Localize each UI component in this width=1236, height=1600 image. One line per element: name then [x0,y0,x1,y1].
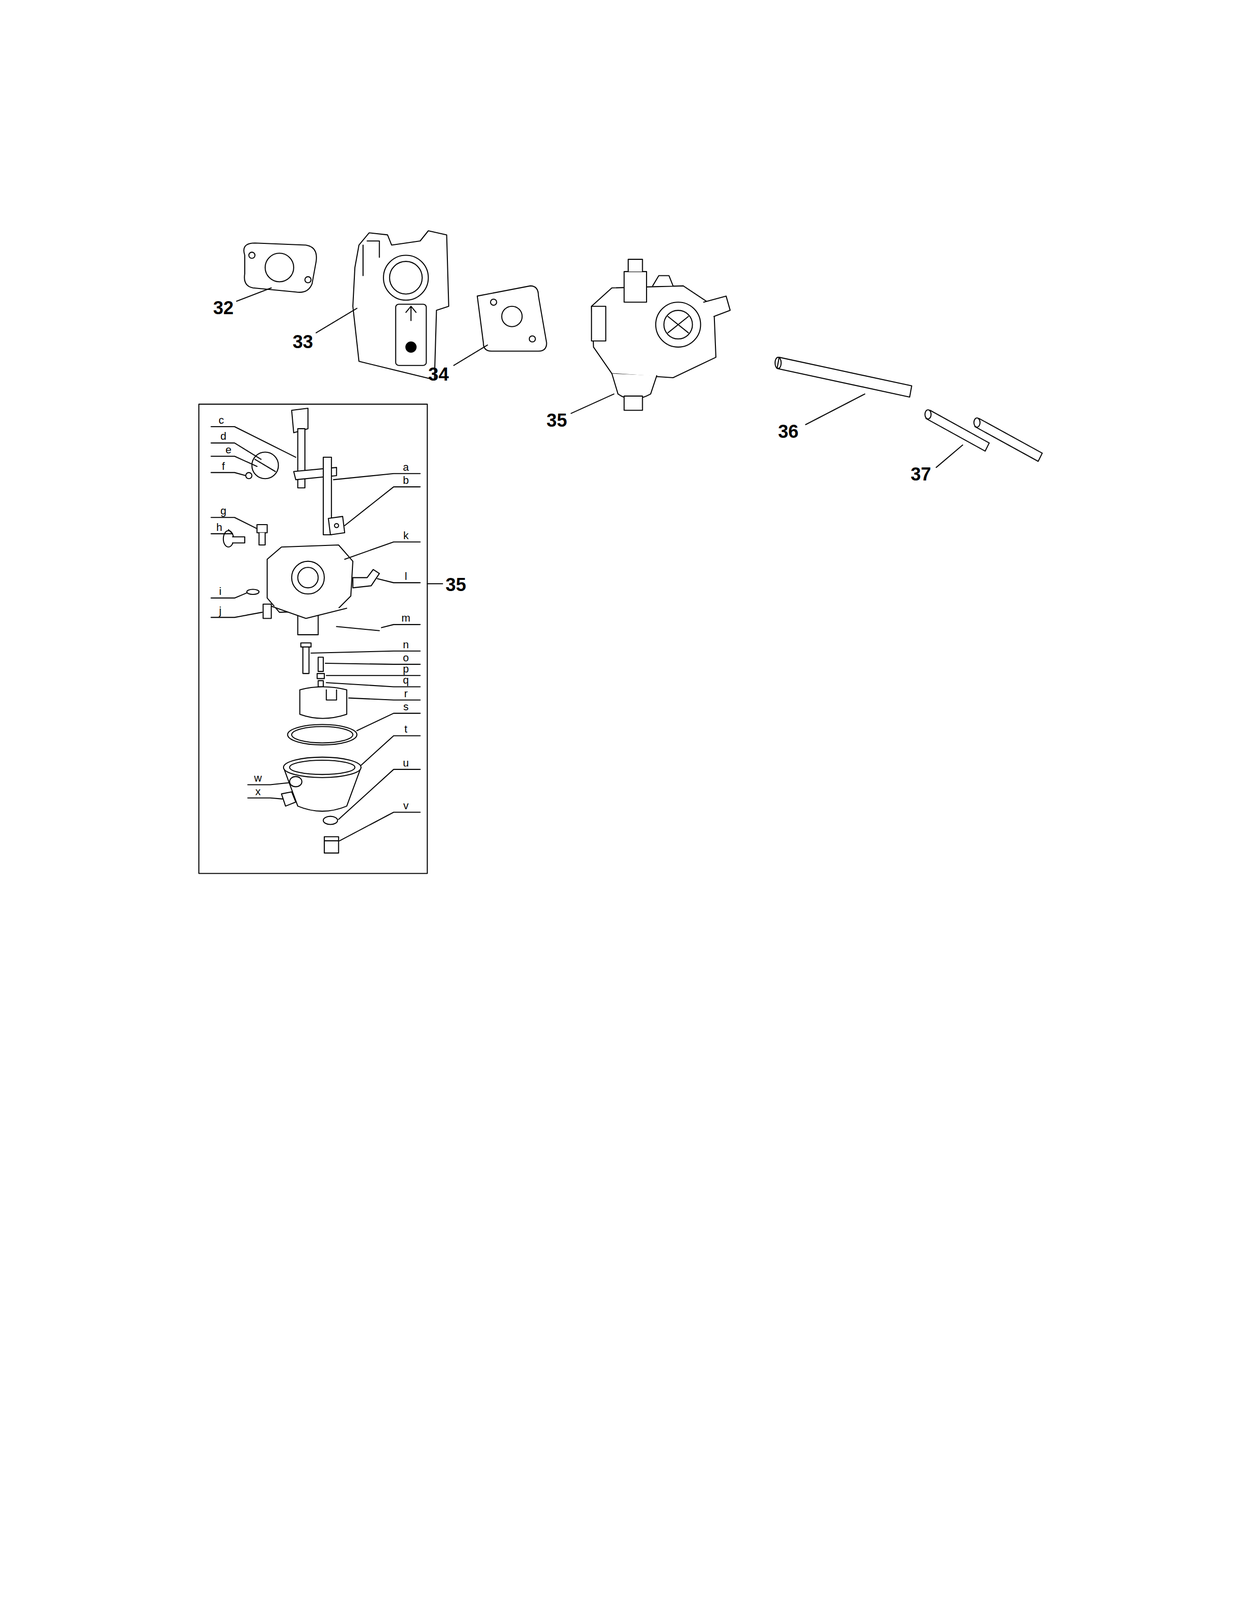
gasket [243,242,317,293]
callout-letter: x [255,786,261,797]
callout-letter: h [216,522,222,533]
vent-tube [924,409,1043,461]
callout-number: 33 [292,332,314,351]
callout-letter: p [402,663,409,675]
callout-letter: k [403,530,409,541]
callout-letter: i [219,586,222,597]
callout-letter: j [219,605,222,617]
insulator-gasket [477,285,547,352]
callout-letter: o [402,652,409,664]
callout-number: 32 [213,298,234,317]
callout-letter: w [253,772,262,784]
callout-letter: c [218,414,224,426]
carburetor-bracket [352,230,449,380]
callout-letter: a [402,461,409,473]
callout-letter: v [403,800,409,811]
callout-number: 37 [910,464,932,484]
carburetor [591,259,730,411]
callout-letter: s [403,701,409,713]
callout-letter: f [221,460,225,472]
callout-letter: r [404,688,408,699]
callout-number: 36 [777,422,799,441]
callout-letter: b [402,475,409,486]
callout-letter: t [404,723,408,735]
callout-letter: q [402,674,409,686]
fuel-tube [775,357,912,397]
callout-letter: g [220,505,227,517]
callout-number: 35 [546,411,568,430]
inset-frame [198,404,428,874]
callout-letter: u [402,757,409,769]
callout-letter: m [401,612,411,624]
callout-letter: d [220,430,227,442]
callout-letter: e [225,444,232,456]
callout-letter: n [402,639,409,650]
callout-number: 34 [428,364,449,384]
callout-letter: l [404,570,408,582]
callout-number: 35 [445,575,466,594]
exploded-carburetor [223,408,380,853]
